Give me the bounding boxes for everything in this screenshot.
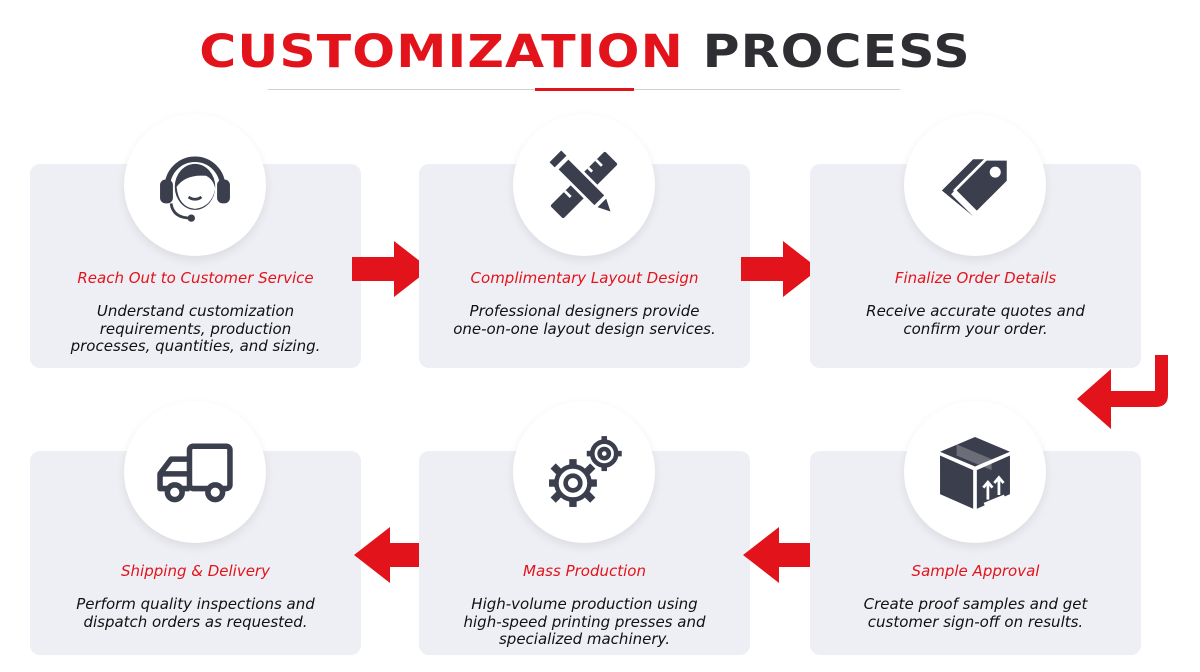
step-title: Reach Out to Customer Service [77,269,314,287]
step-card-finalize-order: Finalize Order Details Receive accurate … [810,164,1141,368]
arrow-turn-down-left-icon [1077,355,1168,429]
step-card-layout-design: Complimentary Layout Design Professional… [419,164,750,368]
ruler-pencil-icon [513,114,655,256]
step-description: Create proof samples and get customer si… [863,595,1088,631]
step-description: Professional designers provide one-on-on… [453,302,716,338]
arrow-right-icon [352,241,430,297]
title-part-dark: PROCESS [702,25,971,78]
step-title: Sample Approval [911,562,1040,580]
delivery-truck-icon [124,401,266,543]
step-title: Complimentary Layout Design [470,269,699,287]
step-card-sample-approval: Sample Approval Create proof samples and… [810,451,1141,655]
step-description: Understand customization requirements, p… [70,302,321,355]
arrow-left-icon [354,527,432,583]
gears-icon [513,401,655,543]
step-description: High-volume production using high-speed … [463,595,706,648]
step-description: Perform quality inspections and dispatch… [76,595,315,631]
arrow-left-icon [743,527,821,583]
page-title: CUSTOMIZATION PROCESS [0,24,1200,80]
title-part-red: CUSTOMIZATION [199,25,684,78]
headset-operator-icon [124,114,266,256]
step-description: Receive accurate quotes and confirm your… [866,302,1085,338]
arrow-right-icon [741,241,819,297]
step-title: Finalize Order Details [894,269,1057,287]
title-accent-bar [535,88,634,91]
price-tag-icon [904,114,1046,256]
package-box-icon [904,401,1046,543]
step-title: Mass Production [523,562,646,580]
step-card-reach-out: Reach Out to Customer Service Understand… [30,164,361,368]
step-title: Shipping & Delivery [121,562,270,580]
